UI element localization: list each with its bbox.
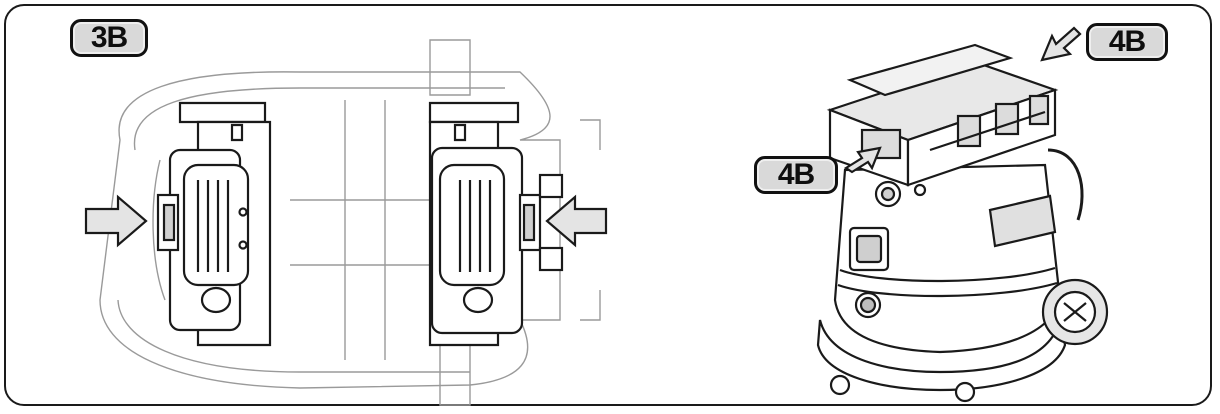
vacuum-body (816, 148, 1109, 403)
step-label-4b-side: 4B (754, 156, 838, 194)
vacuum-base-outline (99, 39, 601, 406)
systainer-box (826, 43, 1059, 187)
step-label-4b-top: 4B (1086, 23, 1168, 61)
figure-frame (4, 4, 1212, 406)
step-label-3b: 3B (70, 19, 148, 57)
push-arrow-icon (843, 146, 882, 174)
push-arrow-icon (1040, 26, 1082, 62)
right-latch (428, 101, 564, 347)
push-arrow-icon (84, 194, 148, 248)
push-arrow-icon (545, 194, 608, 248)
left-latch (156, 101, 272, 347)
